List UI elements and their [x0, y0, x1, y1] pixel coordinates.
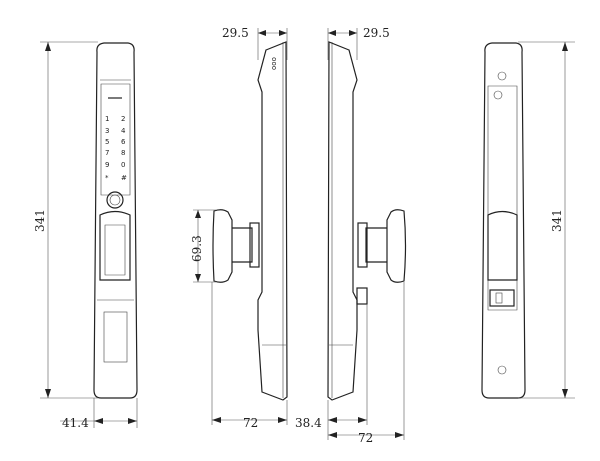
svg-text:72: 72: [358, 431, 373, 445]
key: 6: [121, 138, 126, 146]
dim-depth-top-right: 29.5: [327, 26, 390, 60]
dim-height-back: 341: [518, 41, 575, 399]
side-view-right: [327, 41, 407, 401]
key: 1: [105, 115, 109, 123]
dim-depth-top-left: 29.5: [222, 26, 288, 60]
svg-text:ooo: ooo: [270, 57, 278, 70]
dim-height-front: 341: [33, 41, 98, 399]
key: 9: [105, 161, 109, 169]
key: 4: [121, 127, 126, 135]
svg-text:38.4: 38.4: [295, 416, 322, 430]
svg-text:69.3: 69.3: [190, 235, 204, 262]
key: 0: [121, 161, 125, 169]
key: *: [105, 174, 109, 182]
dim-offset-right: 38.4: [295, 304, 368, 440]
dim-handle-depth-left: 72: [211, 282, 288, 430]
side-view-left: ooo: [212, 41, 288, 401]
key: #: [121, 174, 127, 182]
svg-text:29.5: 29.5: [363, 26, 390, 40]
dim-width-front: 41.4: [60, 398, 138, 430]
back-view: [481, 42, 526, 399]
svg-text:41.4: 41.4: [62, 416, 89, 430]
key: 8: [121, 149, 125, 157]
key: 3: [105, 127, 109, 135]
keypad: 1 2 3 4 5 6 7 8 9 0 * #: [105, 115, 127, 182]
dim-handle-depth-right: 72: [328, 282, 405, 445]
front-view: [93, 42, 138, 399]
svg-text:341: 341: [33, 209, 47, 232]
key: 5: [105, 138, 109, 146]
svg-text:341: 341: [550, 209, 564, 232]
key: 7: [105, 149, 109, 157]
svg-text:72: 72: [243, 416, 258, 430]
svg-text:29.5: 29.5: [222, 26, 249, 40]
dim-knob-height: 69.3: [190, 209, 216, 283]
key: 2: [121, 115, 125, 123]
